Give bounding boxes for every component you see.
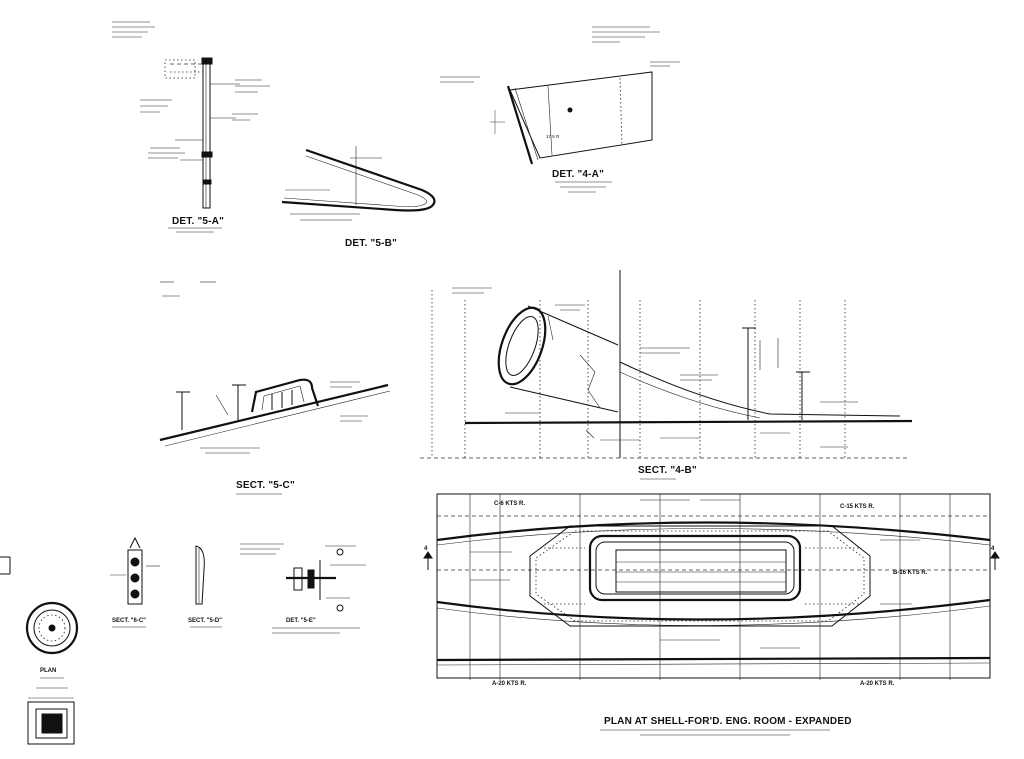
detail-5b-drawing	[281, 146, 436, 221]
plan-label-a20-left: A-20 KTS R.	[492, 681, 527, 687]
section-6c-title: SECT. "6-C"	[112, 618, 146, 624]
section-5c-drawing	[159, 281, 391, 495]
plan-label-a20-right: A-20 KTS R.	[860, 681, 895, 687]
detail-4a-title: DET. "4-A"	[552, 169, 604, 180]
section-6c-drawing	[110, 536, 160, 628]
section-4b-drawing	[420, 270, 913, 480]
detail-5e-title: DET. "5-E"	[286, 618, 316, 624]
detail-5e-drawing	[240, 543, 366, 634]
section-4b-title: SECT. "4-B"	[638, 465, 697, 476]
plan-section-marker-right: 4	[991, 546, 995, 552]
section-5d-title: SECT. "5-D"	[188, 618, 222, 624]
detail-5a-title: DET. "5-A"	[172, 216, 224, 227]
small-plan-drawing	[0, 556, 79, 745]
detail-4a-radius: 17.5 R	[546, 134, 560, 139]
plan-label-c6: C-6 KTS R.	[494, 501, 525, 507]
main-plan-title: PLAN AT SHELL-FOR'D. ENG. ROOM - EXPANDE…	[604, 716, 852, 727]
plan-label-c15: C-15 KTS R.	[840, 504, 875, 510]
detail-5a-drawing	[112, 21, 270, 233]
plan-section-marker-left: 4	[424, 546, 428, 552]
section-5d-drawing	[190, 545, 222, 628]
plan-label-b16: B-16 KTS R.	[893, 570, 928, 576]
section-5c-title: SECT. "5-C"	[236, 480, 295, 491]
small-plan-title: PLAN	[40, 668, 56, 674]
detail-4a-drawing	[440, 26, 680, 193]
detail-5b-title: DET. "5-B"	[345, 238, 397, 249]
main-plan-drawing	[423, 493, 1000, 736]
